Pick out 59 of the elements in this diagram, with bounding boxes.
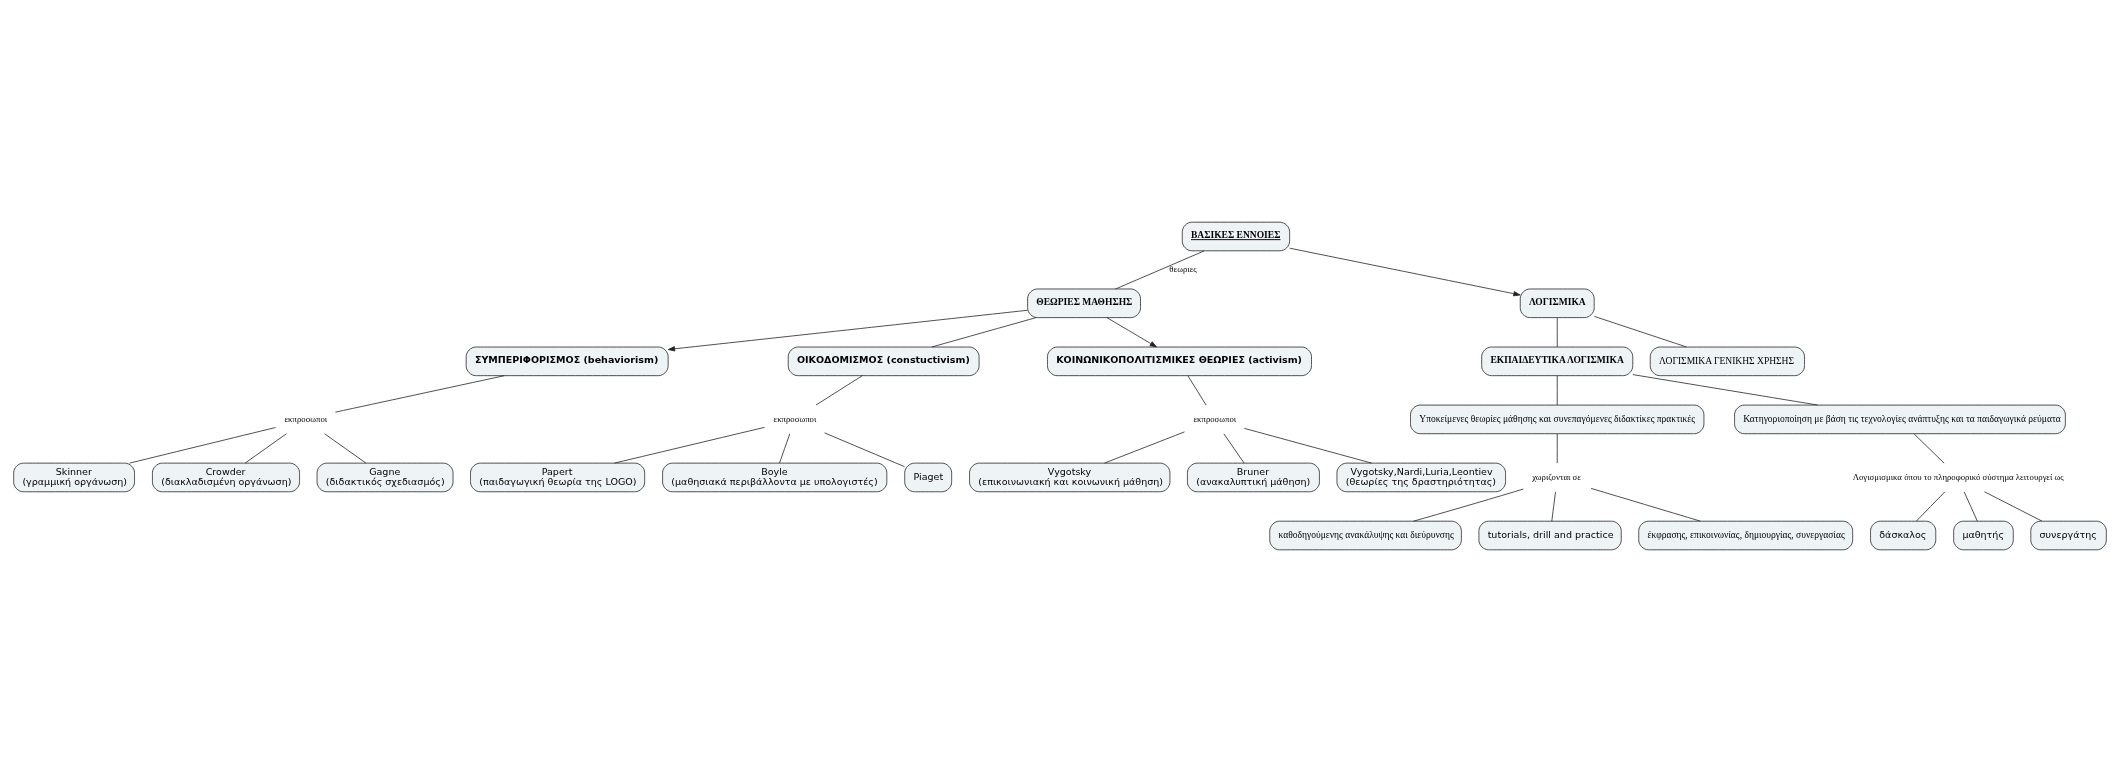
- connector: [1104, 431, 1185, 463]
- node-box: Gagne (διδακτικός σχεδιασμός): [316, 462, 454, 492]
- connector: [1223, 432, 1245, 463]
- connector: [931, 316, 1037, 347]
- node-box: έκφρασης, επικοινωνίας, δημιουργίας, συνεργασίας: [1638, 520, 1854, 550]
- node-box: Κατηγοριοποίηση με βάση τις τεχνολογίες ανάπτυξης και τα παιδαγωγικά ρεύματα: [1734, 404, 2066, 434]
- node-text: εκπροσωποι: [284, 413, 328, 424]
- node-box: ΘΕΩΡΙΕΣ ΜΑΘΗΣΗΣ: [1027, 288, 1141, 318]
- node-box: ΛΟΓΙΣΜΙΚΑ ΓΕΝΙΚΗΣ ΧΡΗΣΗΣ: [1649, 346, 1805, 376]
- edge-label: θεωριες: [1169, 263, 1197, 274]
- connector: [1984, 490, 2043, 521]
- node-box: ΚΟΙΝΩΝΙΚΟΠΟΛΙΤΙΣΜΙΚΕΣ ΘΕΩΡΙΕΣ (activism): [1047, 346, 1312, 376]
- connector: [1590, 487, 1701, 522]
- node-text: χωριζονται σε: [1532, 471, 1581, 482]
- node-box: ΛΟΓΙΣΜΙΚΑ: [1519, 288, 1595, 318]
- node-box: Crowder (διακλαδισμένη οργάνωση): [152, 462, 300, 492]
- connector: [1551, 491, 1556, 522]
- node-box: Vygotsky,Nardi,Luria,Leontiev (θεωρίες της δραστηριότητας): [1336, 462, 1506, 492]
- arrow: [1289, 247, 1521, 296]
- connector: [1963, 491, 1978, 522]
- connector: [335, 374, 505, 413]
- connector: [1556, 316, 1558, 347]
- arrow: [1106, 316, 1157, 347]
- node-text: Λογισμισμικα όπου το πληροφορικό σύστημα λειτουργεί ως: [1852, 471, 2064, 482]
- node-text: εκπροσωποι: [1193, 413, 1237, 424]
- node-box: δάσκαλος: [1870, 520, 1937, 550]
- node-text: εκπροσωποι: [773, 413, 817, 424]
- connector: [1915, 491, 1946, 522]
- connector: [1243, 427, 1372, 463]
- node-box: ΟΙΚΟΔΟΜΙΣΜΟΣ (constuctivism): [787, 346, 980, 376]
- connector: [779, 432, 791, 463]
- connector: [1556, 432, 1558, 463]
- connector: [1913, 432, 1945, 463]
- connector: [1556, 374, 1558, 405]
- node-box: tutorials, drill and practice: [1478, 520, 1622, 550]
- node-box: καθοδηγούμενης ανακάλυψης και διεύρυνσης: [1269, 520, 1462, 550]
- connector: [1115, 250, 1205, 289]
- node-box: ΒΑΣΙΚΕΣ ΕΝΝΟΙΕΣ: [1181, 221, 1291, 251]
- node-box: Skinner (γραμμική οργάνωση): [13, 462, 135, 492]
- connector: [244, 432, 287, 463]
- connector: [824, 431, 905, 467]
- node-box: ΕΚΠΑΙΔΕΥΤΙΚΑ ΛΟΓΙΣΜΙΚΑ: [1481, 346, 1634, 376]
- node-box: Υποκείμενες θεωρίες μάθησης και συνεπαγόμενες διδακτίκες πρακτικές: [1410, 404, 1705, 434]
- connector: [1187, 374, 1207, 405]
- connector: [1593, 315, 1687, 347]
- arrow: [667, 309, 1028, 351]
- node-box: Piaget: [904, 462, 953, 492]
- connector: [815, 374, 863, 405]
- node-box: μαθητής: [1953, 520, 2014, 550]
- node-box: Bruner (ανακαλυπτική μάθηση): [1187, 462, 1320, 492]
- node-box: συνεργάτης: [2030, 520, 2107, 550]
- node-box: Vygotsky (επικοινωνιακή και κοινωνική μάθηση): [969, 462, 1171, 492]
- node-box: Boyle (μαθησιακά περιβάλλοντα με υπολογιστές): [662, 462, 888, 492]
- node-box: Papert (παιδαγωγική θεωρία της LOGO): [470, 462, 646, 492]
- connector: [614, 426, 765, 463]
- connector: [324, 432, 367, 463]
- connector: [129, 426, 276, 464]
- node-box: ΣΥΜΠΕΡΙΦΟΡΙΣΜΟΣ (behaviorism): [465, 346, 669, 376]
- connector: [1632, 373, 1819, 405]
